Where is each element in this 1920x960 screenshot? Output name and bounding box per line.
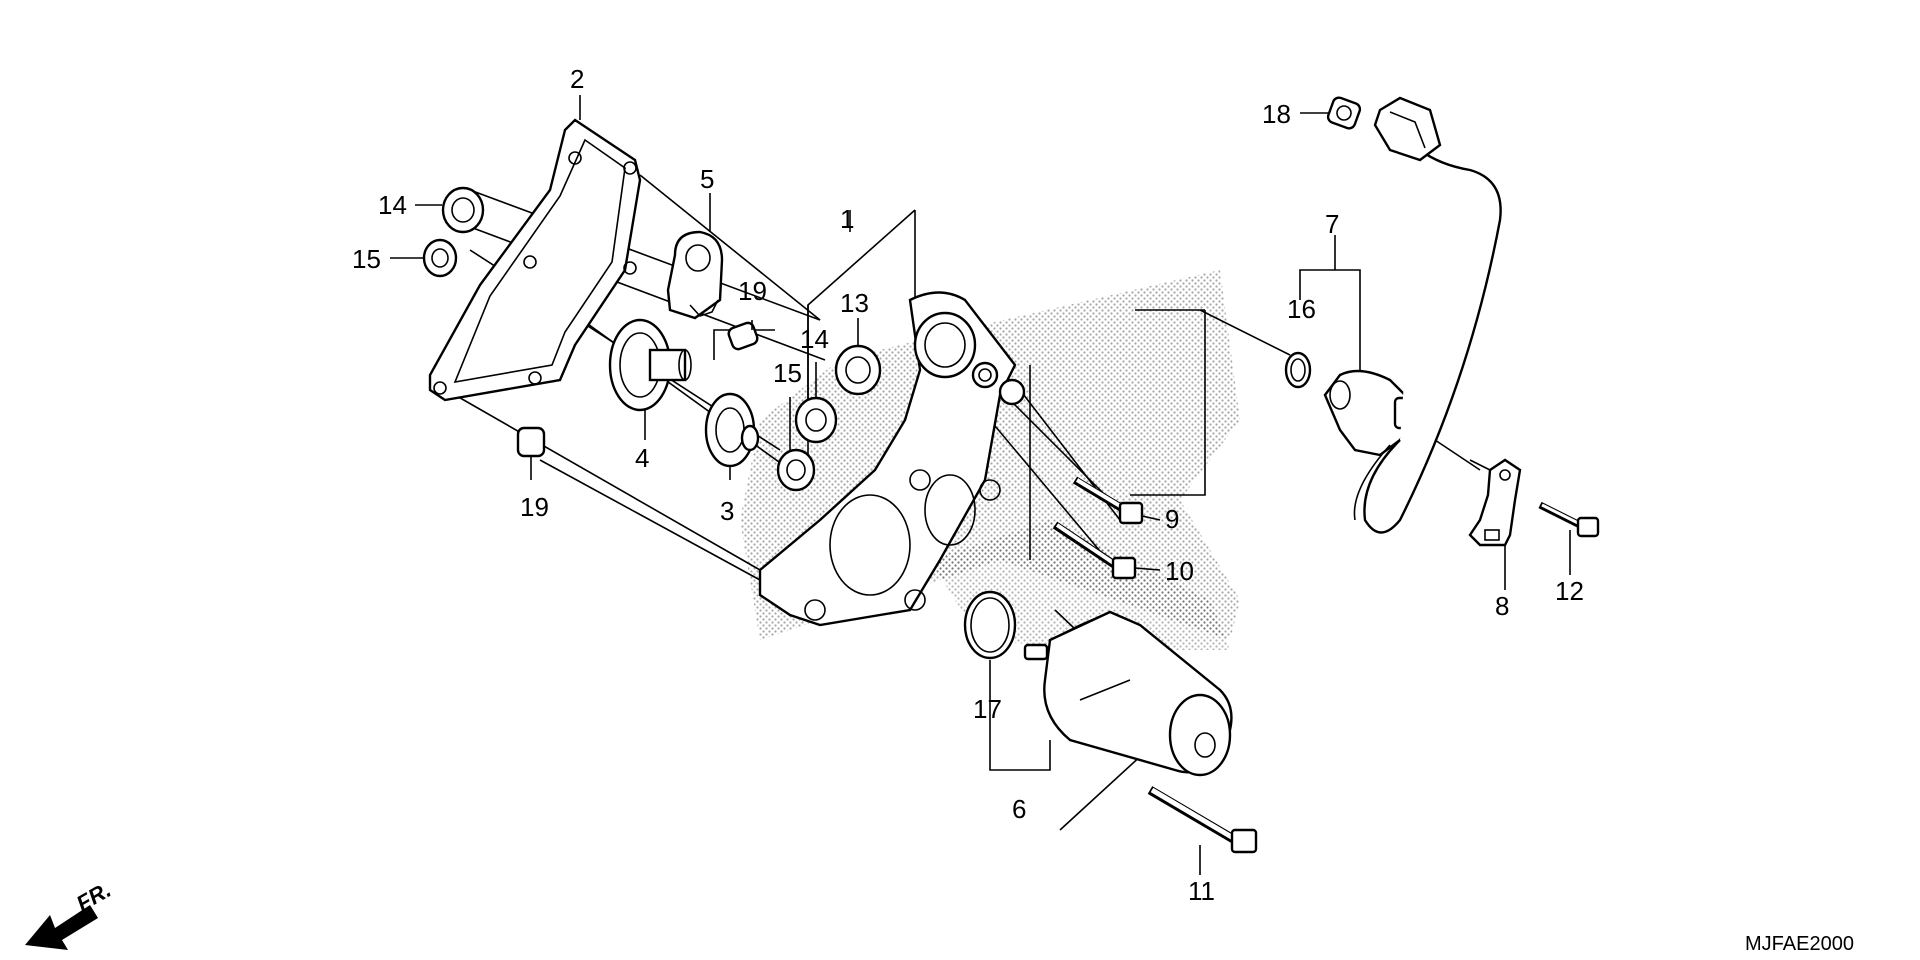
bolt-part-12[interactable] — [1538, 501, 1600, 538]
callout-10: 10 — [1165, 556, 1194, 586]
callout-4: 4 — [635, 443, 649, 473]
callout-7: 7 — [1325, 209, 1339, 239]
shift-arm-part-5[interactable] — [666, 230, 724, 320]
bearing-part-13[interactable] — [834, 344, 882, 396]
callout-2: 2 — [570, 64, 584, 94]
gear-part-4[interactable] — [608, 318, 692, 412]
bearing-part-14-left[interactable] — [441, 186, 485, 234]
callout-15-left: 15 — [352, 244, 381, 274]
bearing-part-14-center[interactable] — [794, 396, 838, 444]
callout-15-center: 15 — [773, 358, 802, 388]
housing-part-1[interactable] — [758, 291, 1026, 627]
callout-19-lower: 19 — [520, 492, 549, 522]
bracket-part-8[interactable] — [1468, 458, 1522, 547]
coupler-plug[interactable] — [1373, 96, 1442, 162]
callout-12: 12 — [1555, 576, 1584, 606]
o-ring-part-17[interactable] — [963, 590, 1017, 660]
callout-8: 8 — [1495, 591, 1509, 621]
callout-11: 11 — [1188, 876, 1215, 906]
callout-6: 6 — [1012, 794, 1026, 824]
callout-17: 17 — [973, 694, 1002, 724]
direction-label: FR. — [72, 877, 115, 916]
dowel-pin-part-19-lower[interactable] — [516, 426, 546, 458]
bolt-part-11[interactable] — [1147, 786, 1258, 854]
callout-1: 1 — [840, 204, 854, 234]
callout-5: 5 — [700, 164, 714, 194]
callout-16: 16 — [1287, 294, 1316, 324]
callout-9: 9 — [1165, 504, 1179, 534]
gear-part-3[interactable] — [704, 392, 760, 468]
bearing-part-15-center[interactable] — [776, 448, 816, 492]
dowel-pin-part-19-upper[interactable] — [727, 321, 759, 351]
drawing-code: MJFAE2000 — [1745, 933, 1854, 955]
callout-14-center: 14 — [800, 324, 829, 354]
front-direction-indicator: FR. — [25, 877, 115, 950]
bolt-part-9[interactable] — [1072, 476, 1144, 525]
wire-harness — [1353, 149, 1502, 534]
arrow-left-icon — [25, 905, 98, 950]
callout-19-upper: 19 — [738, 276, 767, 306]
callout-labels: 2 14 15 5 19 1 13 14 15 4 3 19 9 10 18 7… — [352, 64, 1584, 906]
gasket-part-2[interactable] — [428, 118, 642, 402]
o-ring-part-16[interactable] — [1284, 351, 1312, 389]
bearing-part-15-left[interactable] — [422, 238, 458, 278]
motor-part-6[interactable] — [1023, 610, 1233, 777]
callout-18: 18 — [1262, 99, 1291, 129]
callout-pointers — [390, 95, 1571, 875]
callout-14-left: 14 — [378, 190, 407, 220]
connector-part-18[interactable] — [1326, 96, 1362, 130]
callout-3: 3 — [720, 496, 734, 526]
callout-13: 13 — [840, 288, 869, 318]
